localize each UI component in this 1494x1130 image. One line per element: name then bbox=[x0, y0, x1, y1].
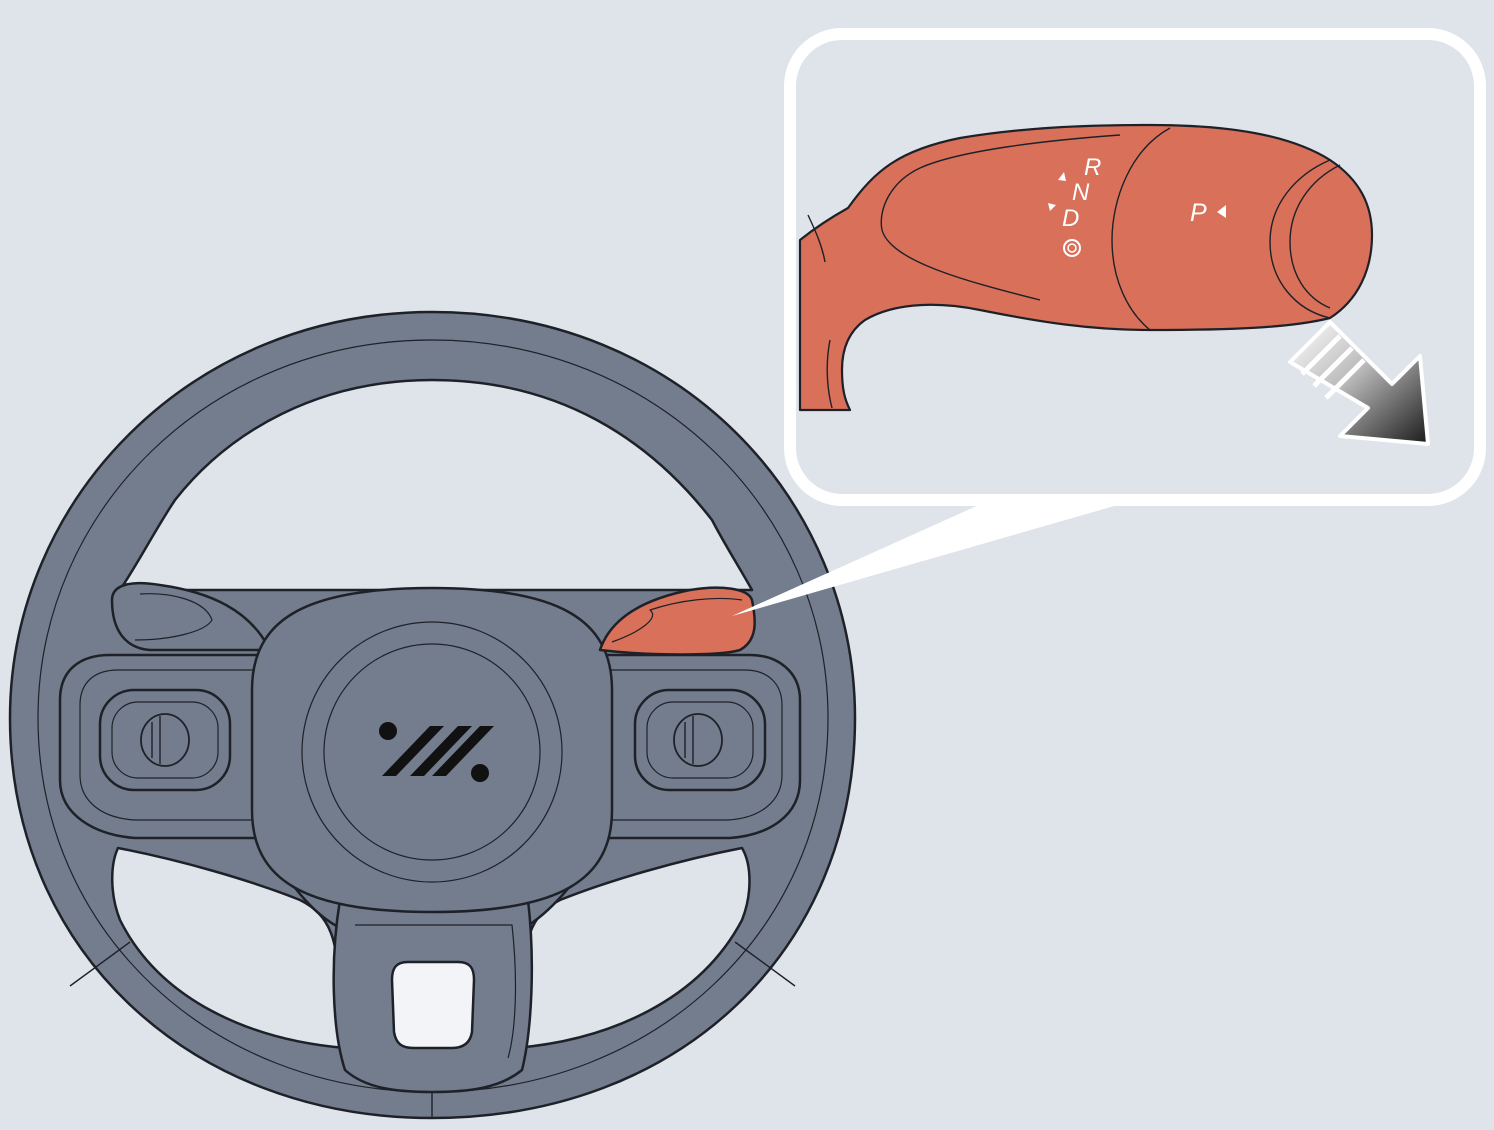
gear-label-d: D bbox=[1062, 205, 1079, 232]
steering-hub bbox=[252, 588, 612, 912]
steering-wheel bbox=[10, 312, 855, 1118]
right-thumb-roller-icon[interactable] bbox=[635, 690, 765, 790]
gear-label-n: N bbox=[1072, 179, 1090, 206]
stem-slot bbox=[392, 962, 474, 1048]
gear-label-r: R bbox=[1084, 154, 1101, 181]
gear-label-p: P bbox=[1190, 199, 1207, 227]
left-thumb-roller-icon[interactable] bbox=[100, 690, 230, 790]
inset-panel: R N D P bbox=[790, 34, 1480, 500]
